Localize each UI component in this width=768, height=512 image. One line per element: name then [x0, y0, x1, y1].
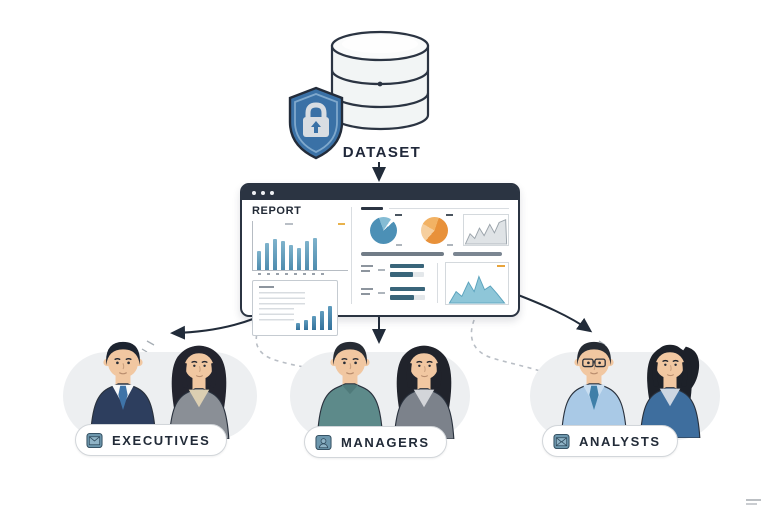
analyst-woman-illustration: [639, 344, 701, 438]
bar: [312, 316, 316, 330]
bar: [281, 241, 285, 270]
hbar-label-marks: [361, 263, 373, 281]
bar-chart-ticks: [252, 273, 348, 275]
pie-chart-orange-card: [412, 214, 456, 246]
sparkle-marks-left: [141, 340, 155, 353]
section-header-segment: [361, 207, 383, 210]
divider-bar-short: [452, 252, 502, 256]
report-left-column: REPORT: [242, 200, 351, 336]
pie-chart-blue-card: [361, 214, 405, 246]
window-dot-icon: [261, 190, 265, 195]
watermark: [746, 497, 761, 505]
sparkle-marks-right: [598, 340, 606, 346]
executive-man-illustration: [89, 341, 157, 437]
managers-pill: MANAGERS: [304, 426, 447, 458]
pie-chart-blue: [369, 216, 397, 244]
section-header-bar: [361, 207, 509, 210]
bar: [257, 250, 261, 270]
bar: [313, 238, 317, 270]
report-table-card: [252, 280, 338, 336]
managers-label: MANAGERS: [341, 434, 430, 450]
line-chart-card: [463, 214, 509, 246]
report-title: REPORT: [252, 205, 302, 217]
managers-group: MANAGERS: [288, 336, 473, 461]
manager-man-illustration: [316, 341, 384, 437]
bar: [297, 248, 301, 270]
line-chart-gray: [464, 218, 508, 245]
hbar-dash: [378, 268, 385, 271]
report-window: REPORT: [240, 183, 520, 336]
glasses-icon: [582, 358, 606, 368]
report-body: REPORT: [242, 200, 518, 336]
bar: [320, 311, 324, 330]
hbar-row: [390, 263, 430, 268]
area-chart-card: [445, 261, 509, 305]
pie-chart-orange: [420, 216, 448, 244]
hbar-row: [390, 272, 430, 277]
hbar-row: [390, 286, 430, 291]
envelope-badge-icon: [553, 433, 570, 449]
table-mini-bar-chart: [294, 306, 332, 330]
hbar-row: [390, 295, 430, 300]
window-dot-icon: [270, 190, 274, 195]
envelope-badge-icon: [86, 432, 103, 448]
dataset-label: DATASET: [342, 144, 422, 161]
manager-woman-illustration: [393, 345, 455, 439]
hbar-dash: [378, 291, 385, 294]
table-header-line: [259, 286, 274, 288]
shield-lock-icon: [288, 86, 344, 160]
person-badge-icon: [315, 434, 332, 450]
report-bar-chart: [252, 221, 348, 271]
report-bottom-row: [361, 261, 509, 309]
executives-pill: EXECUTIVES: [75, 424, 228, 456]
report-column-divider: [351, 207, 352, 304]
divider-bar-long: [361, 252, 444, 256]
hbar-label-marks: [361, 286, 373, 304]
section-header-line: [389, 208, 509, 209]
bar: [304, 319, 308, 330]
analysts-pill: ANALYSTS: [542, 425, 678, 457]
database-cylinder-icon: [330, 30, 430, 131]
area-chart-teal: [448, 274, 506, 304]
executives-label: EXECUTIVES: [112, 432, 211, 448]
horizontal-bars-panel: [361, 261, 430, 309]
window-dot-icon: [252, 190, 256, 195]
window-titlebar: [242, 185, 518, 200]
bar: [265, 242, 269, 270]
hbar-cluster: [361, 263, 430, 281]
executives-group: EXECUTIVES: [55, 336, 265, 461]
bar: [273, 238, 277, 270]
analyst-man-illustration: [560, 341, 628, 437]
bar: [305, 241, 309, 270]
analysts-group: ANALYSTS: [524, 336, 724, 461]
bottom-row-divider: [437, 262, 438, 303]
analysts-label: ANALYSTS: [579, 433, 661, 449]
report-right-column: [352, 200, 518, 311]
hbar-cluster: [361, 286, 430, 304]
section-divider-bars: [361, 252, 509, 256]
bar: [328, 306, 332, 330]
bar: [296, 323, 300, 330]
bar: [289, 245, 293, 270]
chart-cards-row: [361, 214, 509, 246]
